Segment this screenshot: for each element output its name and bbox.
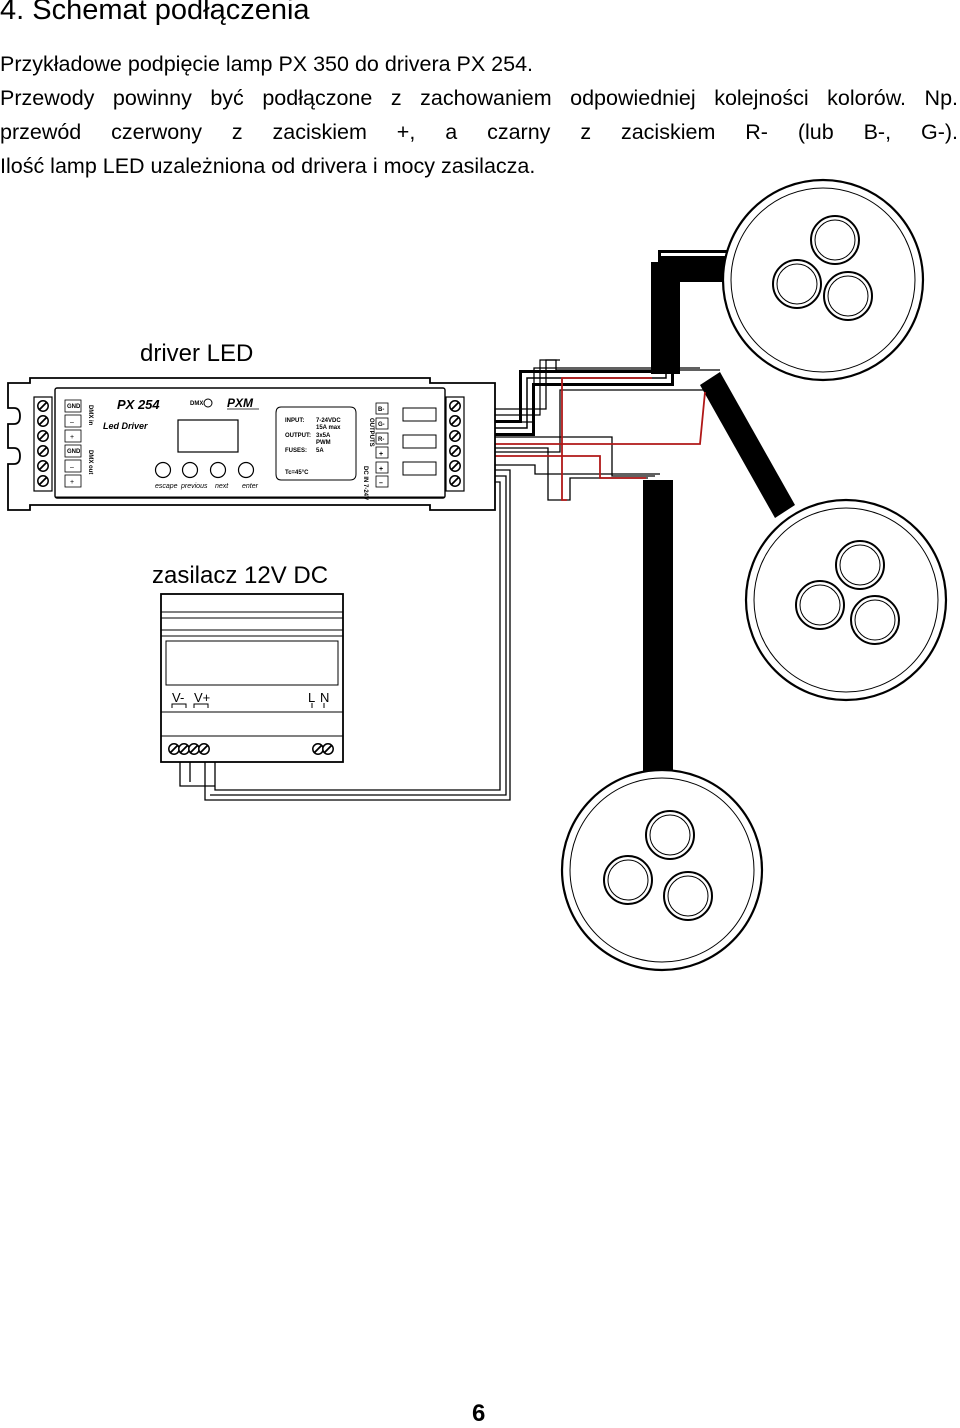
fuses-label: FUSES: (285, 448, 307, 454)
driver-model: PX 254 (117, 397, 160, 412)
output-terminal-labels: B- G- R- + + – (375, 402, 389, 488)
dmx-out-gnd-label: GND (67, 449, 81, 455)
dmx-in-plus-label: + (70, 434, 74, 441)
escape-label: escape (155, 483, 178, 490)
driver-caption: driver LED (140, 340, 253, 367)
brand-logo: PXM (227, 396, 254, 410)
dmx-in-gnd-label: GND (67, 404, 81, 410)
dmx-led-icon (203, 398, 213, 408)
dmx-out-label: DMX out (87, 450, 93, 474)
outputs-label: OUTPUTS (368, 418, 374, 447)
dmx-indicator-label: DMX (190, 401, 203, 407)
input-value: 7-24VDC (316, 418, 341, 424)
fuse-3 (402, 461, 437, 476)
input-current-value: 15A max (316, 425, 341, 431)
lamp-count-note: Ilość lamp LED uzależniona od drivera i … (0, 154, 536, 178)
escape-button[interactable] (154, 461, 172, 479)
output-mode-value: PWM (316, 440, 331, 446)
n-label: N (320, 690, 329, 705)
previous-label: previous (180, 483, 208, 490)
b-minus-label: B- (378, 407, 384, 413)
section-title: 4. Schemat podłączenia (0, 0, 310, 26)
enter-label: enter (242, 483, 259, 490)
enter-button[interactable] (237, 461, 255, 479)
v-plus-label: V+ (194, 690, 210, 705)
g-minus-label: G- (378, 422, 385, 428)
dc-minus-label: – (379, 480, 383, 487)
dmx-out-plus-label: + (70, 479, 74, 486)
dc-in-label: DC IN 7-24V (362, 466, 368, 500)
lamp-1 (721, 178, 925, 382)
power-supply-caption: zasilacz 12V DC (152, 562, 328, 589)
power-supply: V- V+ L N (160, 593, 344, 763)
previous-button[interactable] (181, 461, 199, 479)
dmx-out-minus-label: – (70, 464, 74, 471)
dc-plus-label: + (379, 466, 383, 473)
dmx-in-minus-label: – (70, 419, 74, 426)
driver-subtitle: Led Driver (103, 421, 148, 431)
fuse-2 (402, 434, 437, 449)
next-label: next (215, 483, 229, 490)
black-cable-lamp-3 (643, 480, 673, 775)
temperature-label: Tc=45°C (285, 470, 309, 476)
left-terminal-labels: GND – + GND – + DMX in DMX out (64, 399, 93, 488)
l-label: L (308, 690, 315, 705)
page-number: 6 (472, 1400, 486, 1427)
red-wires (448, 377, 706, 501)
r-minus-label: R- (378, 437, 384, 443)
fuses-value: 5A (316, 448, 324, 454)
lcd-display (177, 419, 239, 453)
input-label: INPUT: (285, 418, 304, 424)
v-minus-label: V- (172, 690, 184, 705)
dmx-in-label: DMX in (87, 405, 93, 426)
lamp-3 (560, 768, 764, 972)
output-value: 3x5A (316, 433, 331, 439)
fuse-1 (402, 407, 437, 422)
output-plus-label: + (379, 451, 383, 458)
intro-paragraph: Przykładowe podpięcie lamp PX 350 do dri… (0, 52, 534, 76)
next-button[interactable] (209, 461, 227, 479)
led-driver: GND – + GND – + DMX in DMX out PX 254 Le… (7, 377, 496, 511)
wiring-example: przewód czerwony z zaciskiem +, a czarny… (0, 120, 958, 144)
lamp-2 (744, 498, 948, 702)
wiring-paragraph: Przewody powinny być podłączone z zachow… (0, 86, 958, 110)
output-label: OUTPUT: (285, 433, 311, 439)
